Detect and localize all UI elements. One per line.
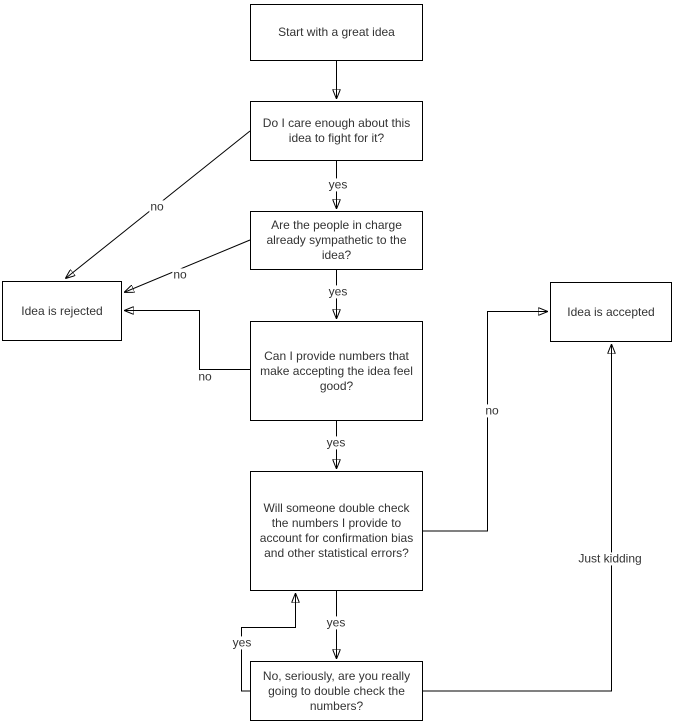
edge-label-seriously-yes: yes <box>231 635 253 650</box>
node-idea-accepted: Idea is accepted <box>550 282 672 342</box>
edge-label-care-no: no <box>149 199 165 214</box>
edge-numbers-rejected <box>125 311 250 370</box>
node-idea-rejected: Idea is rejected <box>2 281 122 341</box>
node-provide-numbers: Can I provide numbers that make acceptin… <box>250 321 423 421</box>
edge-sympathetic-rejected <box>125 239 251 292</box>
node-people-sympathetic: Are the people in charge already sympath… <box>250 211 423 270</box>
edge-label-care-yes: yes <box>327 177 349 192</box>
edge-seriously-doublecheck <box>241 594 296 692</box>
edge-label-doublecheck-no: no <box>484 403 500 418</box>
node-double-check: Will someone double check the numbers I … <box>250 471 423 591</box>
edge-label-just-kidding: Just kidding <box>577 551 643 566</box>
edge-doublecheck-accepted <box>423 312 547 532</box>
node-care-enough: Do I care enough about this idea to figh… <box>250 101 423 161</box>
edge-label-sympathetic-yes: yes <box>327 284 349 299</box>
edge-label-sympathetic-no: no <box>172 267 188 282</box>
node-start-idea: Start with a great idea <box>250 4 423 61</box>
edge-seriously-accepted <box>423 345 612 692</box>
edge-label-doublecheck-yes: yes <box>325 615 347 630</box>
edge-label-numbers-no: no <box>197 369 213 384</box>
edge-label-numbers-yes: yes <box>325 435 347 450</box>
node-seriously-double-check: No, seriously, are you really going to d… <box>250 661 423 721</box>
